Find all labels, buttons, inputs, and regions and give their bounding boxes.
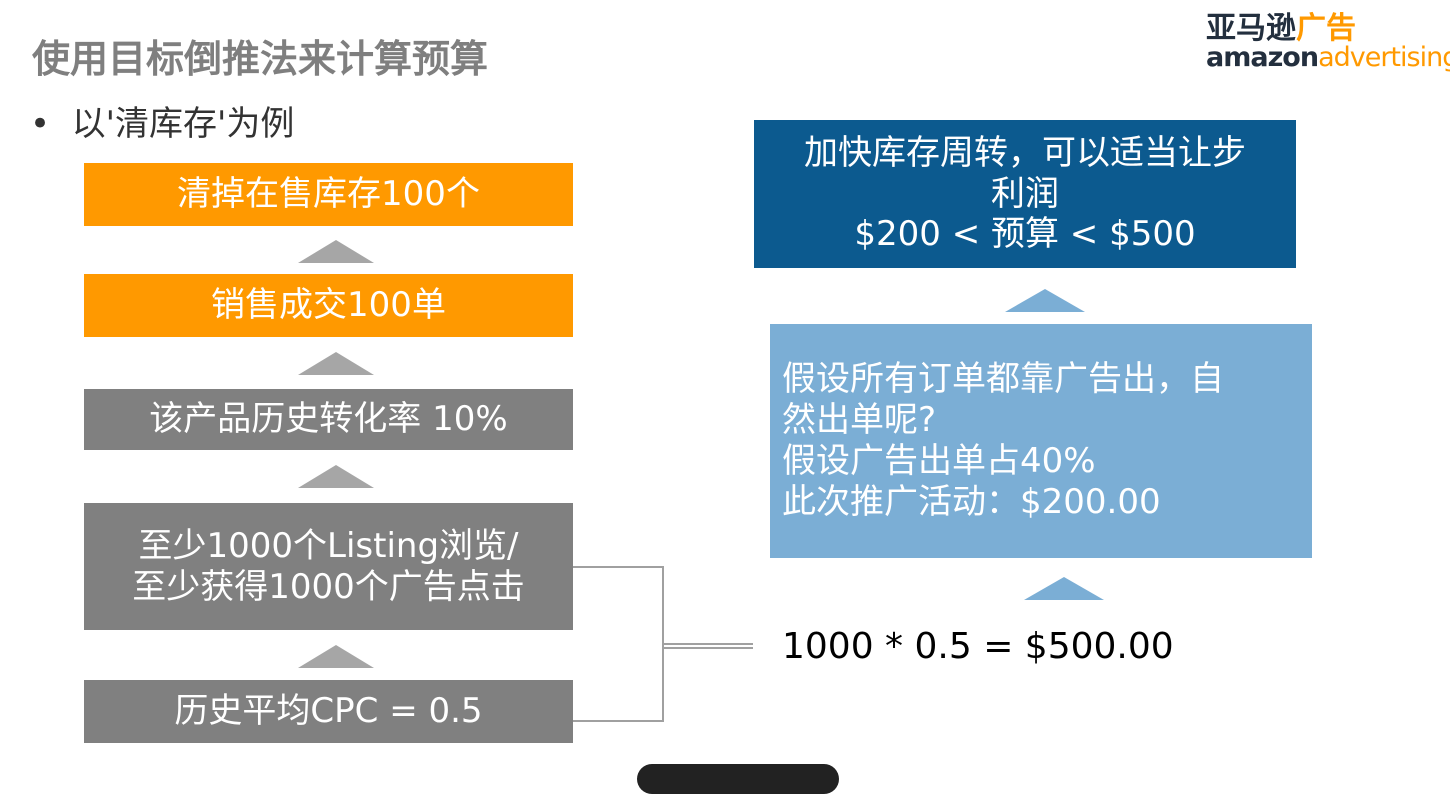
flow-box-clicks: 至少1000个Listing浏览/ 至少获得1000个广告点击: [84, 503, 573, 630]
slide-title: 使用目标倒推法来计算预算: [32, 37, 489, 81]
amazon-advertising-logo: 亚马逊广告 amazonadvertising: [1206, 11, 1450, 73]
arrow-up-icon: [298, 645, 374, 668]
connector-line: [573, 720, 664, 722]
text-line: 假设所有订单都靠广告出，自: [782, 359, 1224, 400]
logo-cn: 亚马逊广告: [1206, 11, 1356, 46]
connector-line: [664, 643, 753, 645]
text-line: 然出单呢?: [782, 400, 937, 441]
flow-box-orders: 销售成交100单: [84, 274, 573, 337]
arrow-up-icon: [1005, 289, 1085, 312]
text-line: 加快库存周转，可以适当让步: [804, 132, 1246, 173]
connector-line: [573, 566, 664, 568]
logo-en: amazonadvertising: [1206, 42, 1450, 73]
text-line: 假设广告出单占40%: [782, 441, 1096, 481]
budget-formula: 1000 * 0.5 = $500.00: [782, 626, 1174, 667]
overlay-control[interactable]: [637, 764, 839, 794]
arrow-up-icon: [1024, 577, 1104, 600]
flow-box-clear-stock: 清掉在售库存100个: [84, 163, 573, 226]
flow-box-conversion: 该产品历史转化率 10%: [84, 389, 573, 450]
connector-line: [662, 566, 664, 722]
text-line: 此次推广活动：$200.00: [782, 481, 1161, 522]
text-line: $200 < 预算 < $500: [854, 214, 1196, 255]
arrow-up-icon: [298, 240, 374, 263]
bullet-item: • 以'清库存'为例: [30, 104, 295, 144]
flow-box-cpc: 历史平均CPC = 0.5: [84, 680, 573, 743]
bullet-text: 以'清库存'为例: [71, 104, 295, 144]
flow-box-budget-range: 加快库存周转，可以适当让步 利润 $200 < 预算 < $500: [754, 120, 1296, 268]
flow-box-assumption: 假设所有订单都靠广告出，自 然出单呢? 假设广告出单占40% 此次推广活动：$2…: [770, 324, 1312, 558]
connector-line: [664, 647, 753, 649]
arrow-up-icon: [298, 465, 374, 488]
text-line: 利润: [991, 173, 1059, 214]
arrow-up-icon: [298, 352, 374, 375]
